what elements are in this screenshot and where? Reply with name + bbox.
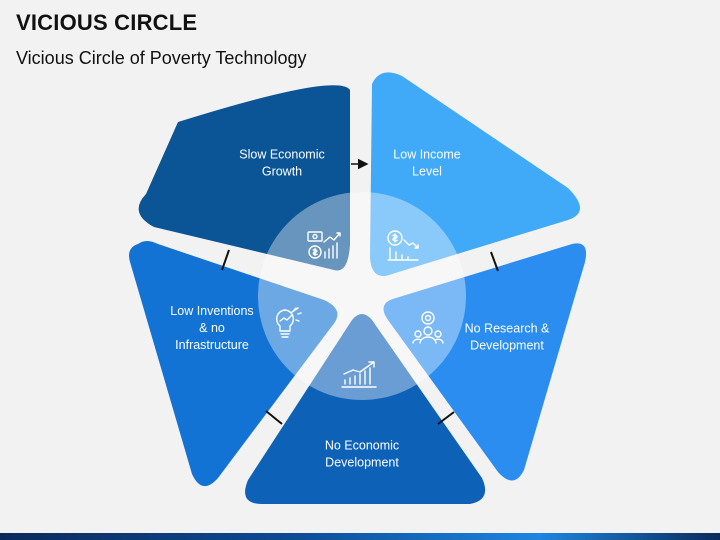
segment-low-income-level[interactable] — [370, 72, 580, 276]
lightbulb-idea-icon — [275, 307, 302, 338]
connector-tick — [437, 411, 455, 425]
segment-label-line: Development — [325, 456, 399, 470]
segment-no-research-development[interactable] — [383, 243, 587, 481]
bar-chart-growth-icon — [341, 361, 377, 388]
connector-tick — [265, 410, 283, 425]
segment-slow-economic-growth[interactable] — [138, 85, 350, 271]
segment-label-line: Growth — [262, 165, 302, 179]
segment-label-line: Low Income — [393, 148, 460, 162]
segment-label-line: Development — [470, 339, 544, 353]
segment-label-line: Infrastructure — [175, 338, 249, 352]
center-circle — [258, 192, 466, 400]
connector-tick — [490, 251, 499, 272]
segment-label-low-inventions-infrastructure: Low Inventions & no Infrastructure — [170, 304, 253, 352]
connector-tick — [221, 249, 230, 271]
segment-label-no-research-development: No Research & Development — [465, 322, 550, 353]
team-research-icon — [412, 311, 444, 344]
page-subtitle: Vicious Circle of Poverty Technology — [16, 48, 307, 68]
segment-label-line: No Research & — [465, 322, 550, 336]
segment-no-economic-development[interactable] — [245, 314, 486, 504]
segment-low-inventions-infrastructure[interactable] — [129, 241, 338, 487]
segment-label-line: Low Inventions — [170, 304, 253, 318]
segment-label-line: Level — [412, 165, 442, 179]
segment-label-line: & no — [199, 321, 225, 335]
income-decline-icon — [387, 230, 419, 261]
bottom-accent-bar — [0, 533, 720, 540]
segment-label-line: Slow Economic — [239, 148, 324, 162]
money-growth-icon — [307, 231, 341, 259]
page-title: VICIOUS CIRCLE — [16, 10, 198, 35]
segment-label-line: No Economic — [325, 439, 399, 453]
